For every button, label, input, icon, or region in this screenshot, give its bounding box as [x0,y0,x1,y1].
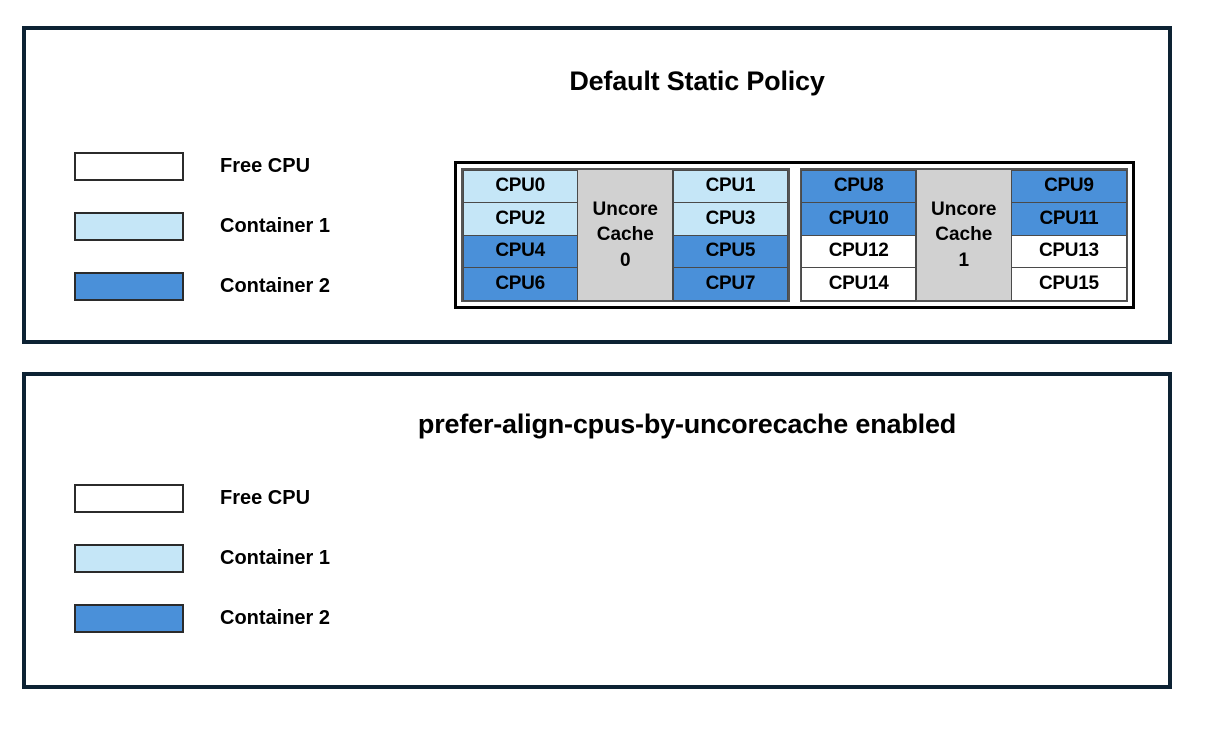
cpu-cell: CPU9 [1011,169,1127,203]
cpu-cell: CPU11 [1011,202,1127,236]
uncore-cache-line-2: Cache [935,224,993,246]
legend-label-free-cpu: Free CPU [220,154,311,177]
cpu-cell: CPU8 [801,169,917,203]
cpu-cell: CPU13 [1011,234,1127,268]
socket-uncore-cache-1: CPU8 CPU10 CPU12 CPU14 Uncore Cache 1 CP… [799,168,1128,302]
legend-item-free-cpu: Free CPU [74,468,330,528]
uncore-cache-line-2: Cache [596,224,654,246]
legend-item-free-cpu: Free CPU [74,136,330,196]
legend-swatch-free-cpu [74,483,184,513]
cpu-column-left: CPU0 CPU2 CPU4 CPU6 [462,169,578,301]
legend-item-container-1: Container 1 [74,528,330,588]
legend-label-container-2: Container 2 [220,274,331,297]
uncore-cache-line-1: Uncore [592,199,658,221]
cpu-cell: CPU2 [462,202,578,236]
legend-bottom: Free CPU Container 1 Container 2 [74,468,330,648]
cpu-topology-diagram: CPU0 CPU2 CPU4 CPU6 Uncore Cache 0 CPU1 … [454,161,1135,309]
cpu-cell: CPU12 [801,234,917,268]
cpu-cell: CPU4 [462,234,578,268]
legend-label-container-1: Container 1 [220,546,331,569]
cpu-cell: CPU6 [462,267,578,301]
cpu-column-right: CPU1 CPU3 CPU5 CPU7 [672,169,788,301]
cpu-cell: CPU15 [1011,267,1127,301]
socket-uncore-cache-0: CPU0 CPU2 CPU4 CPU6 Uncore Cache 0 CPU1 … [461,168,790,302]
cpu-cell: CPU3 [672,202,788,236]
legend-label-free-cpu: Free CPU [220,486,311,509]
uncore-cache-index: 0 [619,249,631,271]
panel-default-static-policy: Default Static Policy Free CPU Container… [22,26,1172,344]
legend-swatch-container-1 [74,211,184,241]
cpu-cell: CPU7 [672,267,788,301]
cpu-cell: CPU14 [801,267,917,301]
legend-item-container-2: Container 2 [74,256,330,316]
panel-prefer-align-cpus-by-uncorecache: prefer-align-cpus-by-uncorecache enabled… [22,372,1172,689]
uncore-cache-block: Uncore Cache 0 [577,170,674,300]
cpu-column-left: CPU8 CPU10 CPU12 CPU14 [801,169,917,301]
cpu-cell: CPU0 [462,169,578,203]
legend-swatch-container-1 [74,543,184,573]
legend-swatch-container-2 [74,271,184,301]
page-title-default-static-policy: Default Static Policy [569,66,825,96]
cpu-cell: CPU5 [672,234,788,268]
uncore-cache-line-1: Uncore [931,199,997,221]
legend-swatch-container-2 [74,603,184,633]
uncore-cache-block: Uncore Cache 1 [915,170,1012,300]
legend-label-container-1: Container 1 [220,214,331,237]
legend-top: Free CPU Container 1 Container 2 [74,136,330,316]
cpu-cell: CPU10 [801,202,917,236]
legend-item-container-2: Container 2 [74,588,330,648]
legend-swatch-free-cpu [74,151,184,181]
page-title-prefer-align-cpus-by-uncorecache: prefer-align-cpus-by-uncorecache enabled [417,409,957,439]
legend-label-container-2: Container 2 [220,606,331,629]
uncore-cache-index: 1 [958,249,970,271]
cpu-column-right: CPU9 CPU11 CPU13 CPU15 [1011,169,1127,301]
legend-item-container-1: Container 1 [74,196,330,256]
cpu-cell: CPU1 [672,169,788,203]
